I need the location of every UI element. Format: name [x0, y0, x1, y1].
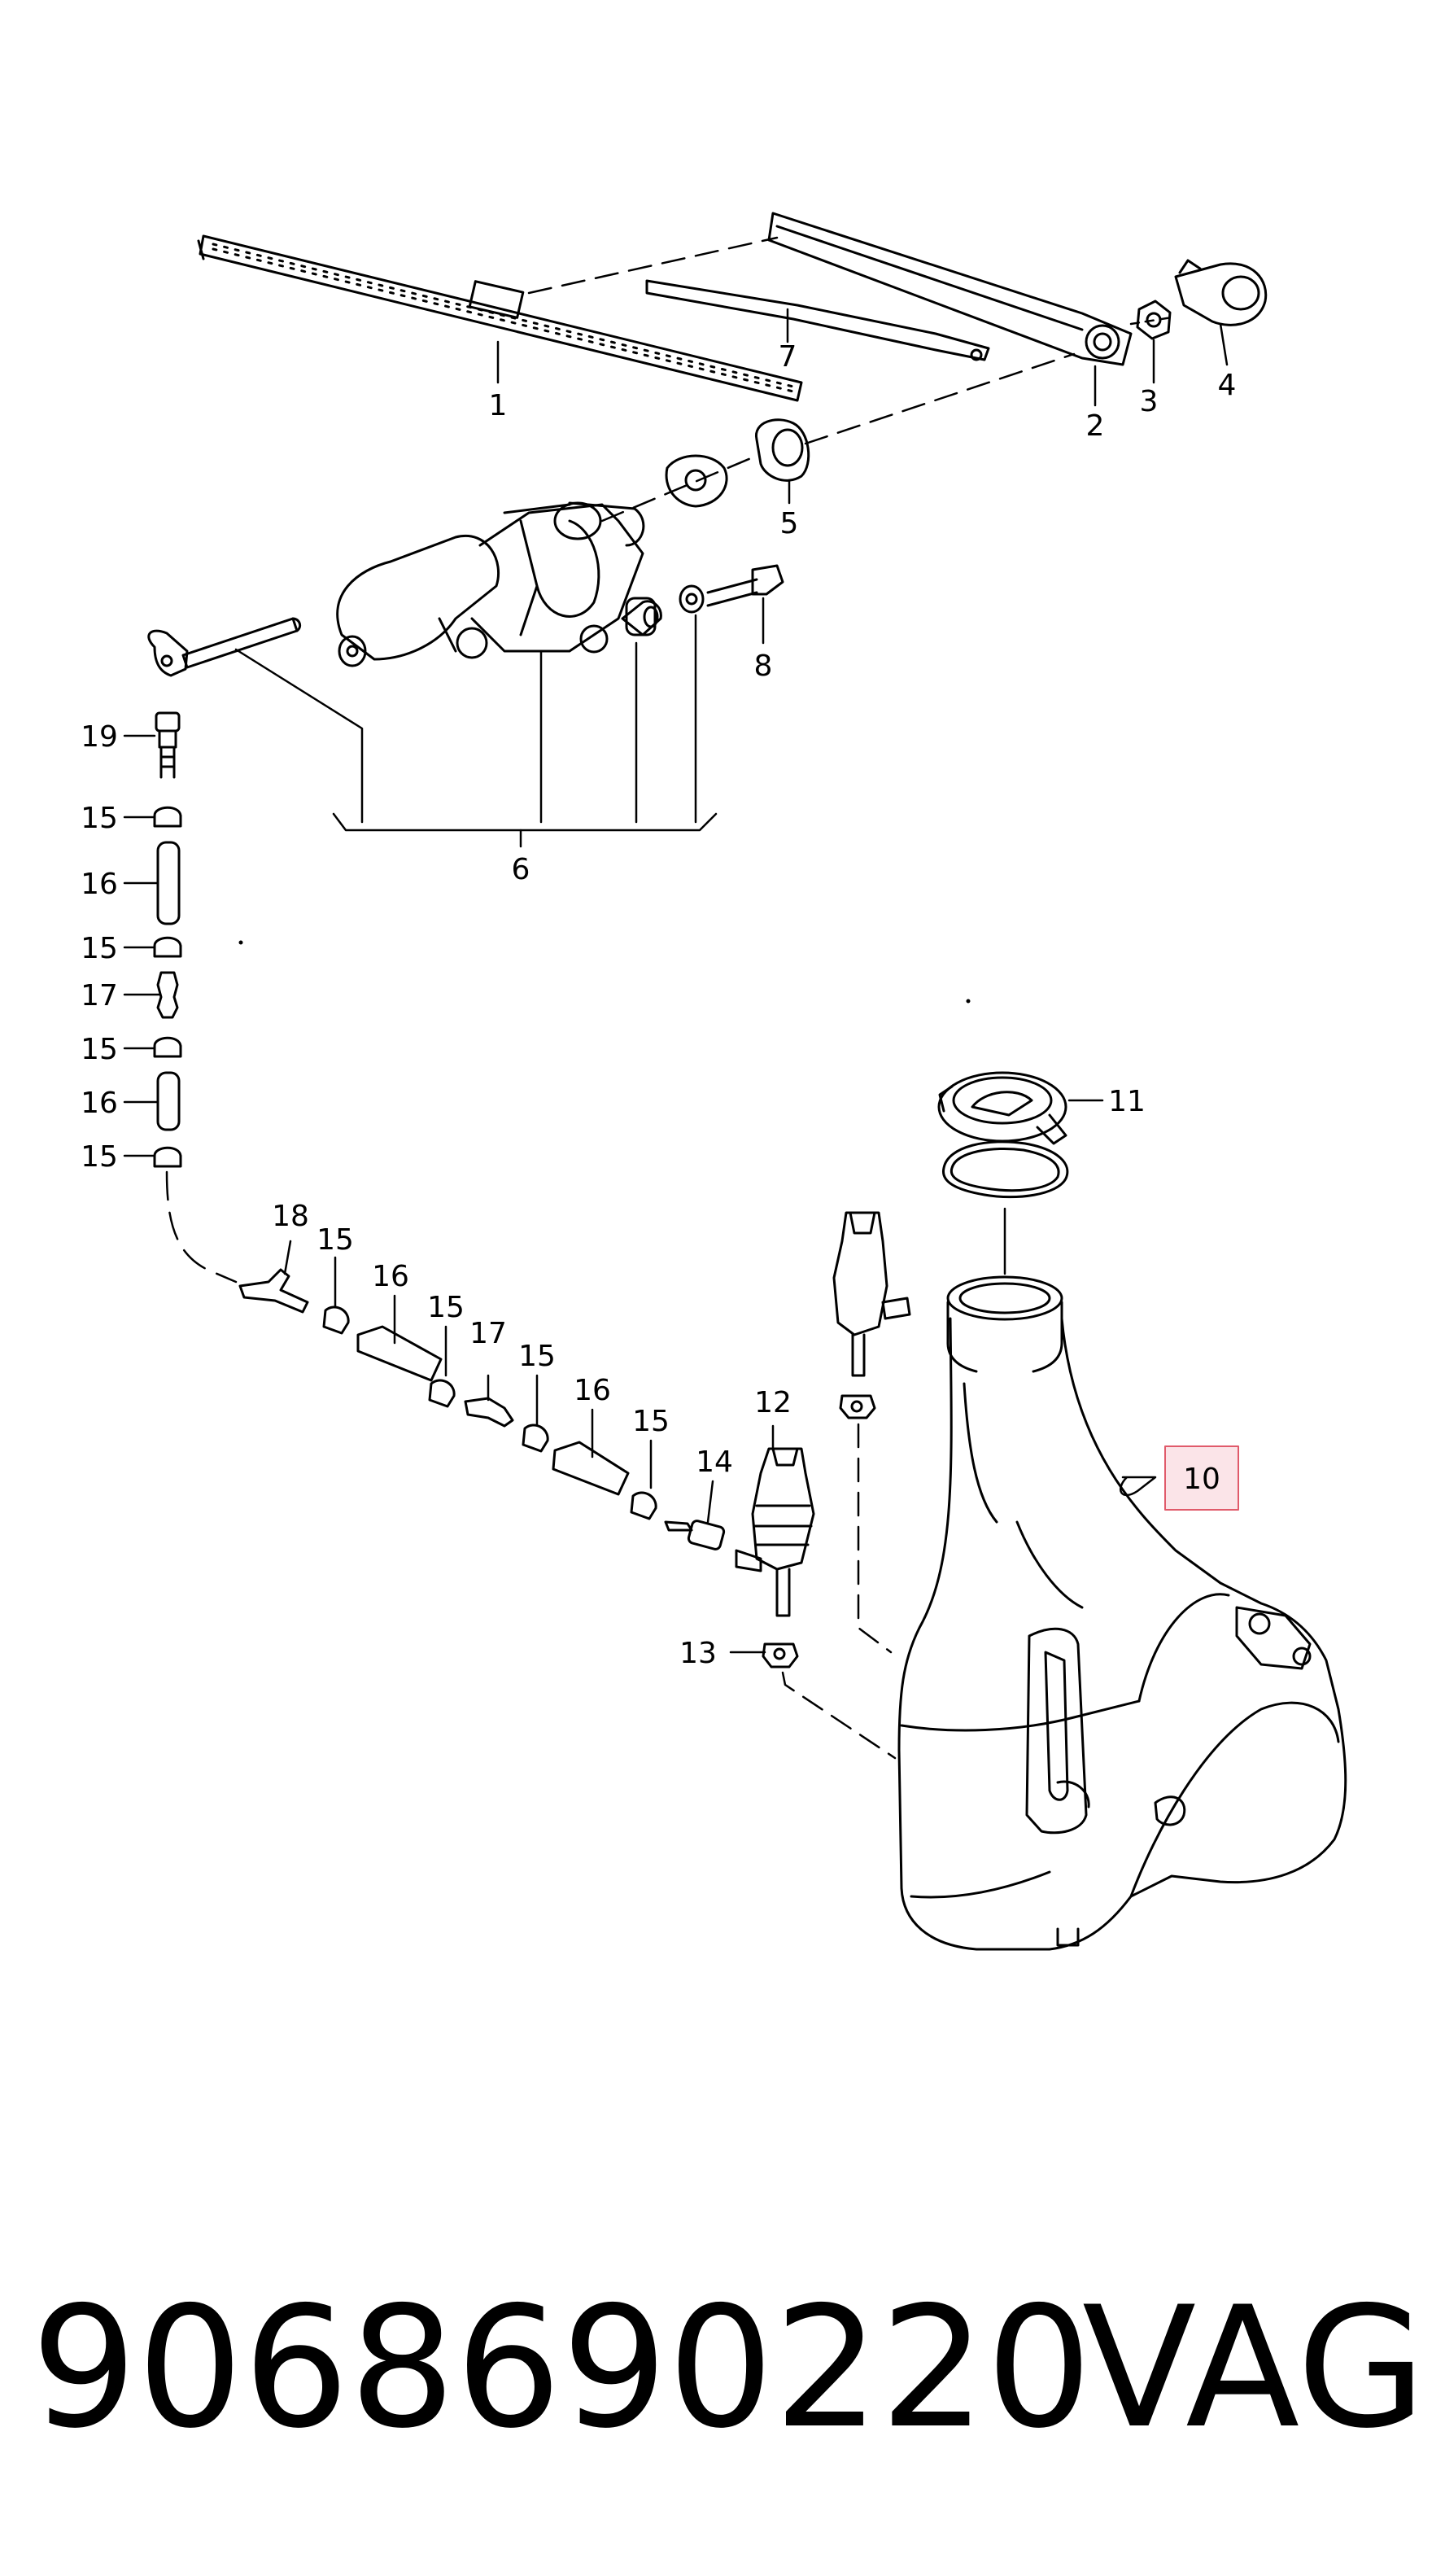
callout-15-a: 15	[81, 802, 118, 835]
callout-15-b: 15	[81, 932, 118, 965]
brand-label: VAG	[1082, 2272, 1426, 2465]
pump-to-tank-dashed	[781, 1671, 897, 1760]
hose-clip-15-g	[522, 1424, 549, 1453]
hose-16-c	[356, 1325, 443, 1382]
hose-clip-15-a	[153, 806, 182, 828]
wiper-blade	[197, 234, 803, 402]
stray-marks	[238, 940, 971, 1004]
connector-19	[155, 711, 181, 779]
callout-15-h: 15	[632, 1405, 670, 1438]
seal-ring	[942, 1140, 1069, 1199]
hose-16-b	[156, 1071, 181, 1131]
callout-2: 2	[1086, 409, 1105, 443]
hose-clip-15-d	[153, 1146, 182, 1168]
hose-clip-15-e	[322, 1305, 350, 1335]
hose-16-d	[552, 1441, 630, 1496]
connector-17-a	[156, 971, 179, 1019]
callout-5: 5	[780, 507, 799, 540]
callout-15-d: 15	[81, 1140, 118, 1174]
spray-jet-arm	[645, 279, 990, 361]
upper-pump-dashed	[857, 1423, 893, 1654]
callout-3: 3	[1140, 385, 1159, 418]
callout-19: 19	[81, 720, 118, 754]
callout-7: 7	[779, 340, 797, 374]
hose-clip-15-c	[153, 1036, 182, 1058]
nozzle-14	[664, 1520, 726, 1550]
callout-12: 12	[754, 1386, 792, 1419]
callout-18: 18	[272, 1200, 309, 1233]
bolt	[706, 564, 784, 607]
callout-16-c: 16	[372, 1260, 409, 1293]
callout-8: 8	[754, 649, 773, 683]
callout-11: 11	[1108, 1085, 1146, 1118]
callout-14: 14	[696, 1445, 733, 1479]
callout-16-a: 16	[81, 868, 118, 901]
washer-pump-upper	[832, 1211, 911, 1377]
t-piece-18	[238, 1268, 309, 1314]
callout-6: 6	[512, 853, 530, 886]
hose-route-dashed	[165, 1170, 238, 1284]
group-bracket-6	[234, 614, 718, 848]
callout-15-e: 15	[317, 1223, 354, 1257]
connector-lines-top	[527, 236, 1173, 445]
callout-labels: 1 2 3 4 5 6 7 8 19 15 16 15 17 15 16 15 …	[81, 340, 1236, 1670]
callout-10: 10	[1183, 1463, 1220, 1496]
washer-reservoir	[897, 1275, 1347, 1951]
connector-lines-motor	[600, 454, 758, 523]
filler-cap	[937, 1071, 1067, 1145]
cover-cap	[1174, 259, 1268, 326]
washer-disc	[665, 454, 728, 508]
hose-clip-15-b	[153, 936, 182, 958]
callout-17-a: 17	[81, 979, 118, 1012]
callout-16-d: 16	[574, 1374, 611, 1407]
callout-15-c: 15	[81, 1033, 118, 1066]
grommet-13	[762, 1642, 799, 1668]
grommet	[755, 418, 810, 482]
washer-pump-12	[735, 1447, 815, 1617]
leader-lines	[123, 308, 1229, 1654]
hose-16-a	[156, 841, 181, 925]
callout-4: 4	[1218, 369, 1237, 402]
highlight-box-10	[1164, 1445, 1239, 1511]
callout-1: 1	[489, 389, 508, 422]
callout-17-b: 17	[469, 1317, 507, 1350]
callout-13: 13	[679, 1637, 717, 1670]
grommet-upper	[839, 1394, 876, 1419]
part-number: 9068690220	[31, 2272, 1093, 2465]
callout-15-g: 15	[518, 1340, 556, 1373]
rear-hose-rod	[147, 617, 302, 677]
connector-17-b	[464, 1397, 514, 1428]
callout-15-f: 15	[427, 1291, 465, 1324]
wiper-arm	[767, 212, 1133, 366]
wiper-motor	[336, 501, 645, 667]
motor-bushings	[621, 584, 705, 636]
callout-16-b: 16	[81, 1087, 118, 1120]
hose-clip-15-h	[630, 1491, 657, 1520]
hose-clip-15-f	[428, 1379, 456, 1408]
